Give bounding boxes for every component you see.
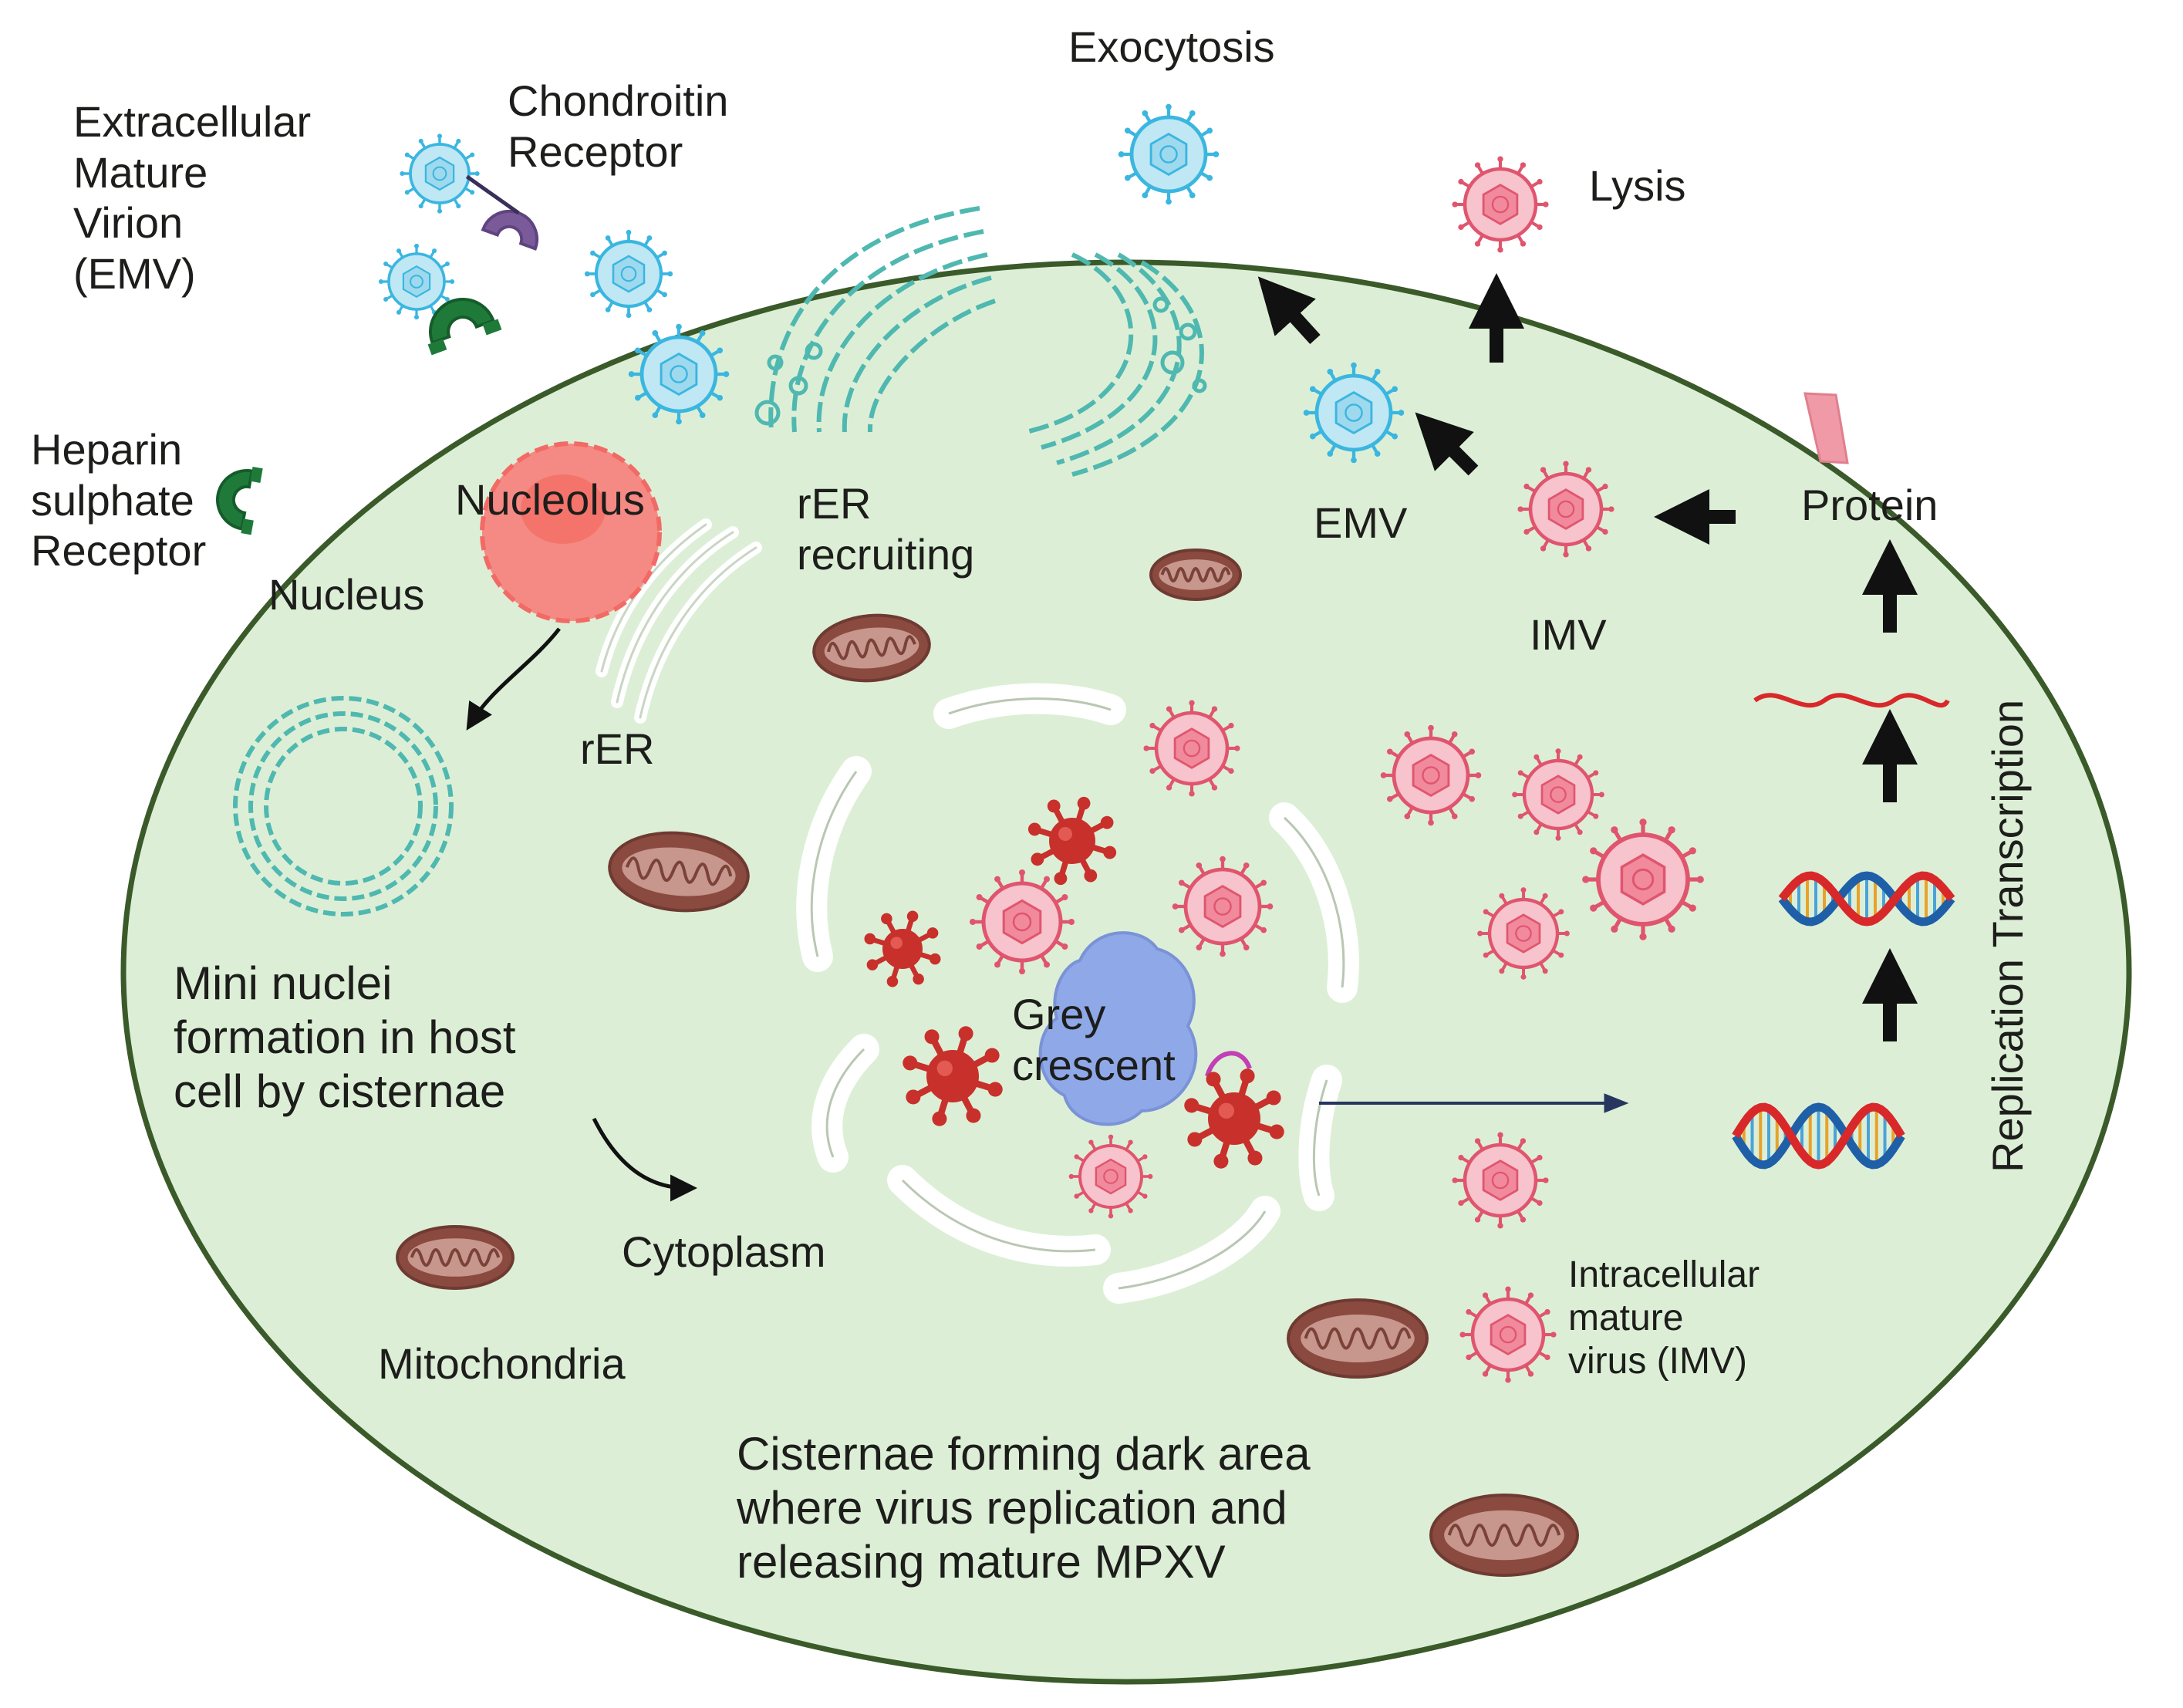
grey-crescent-blob (1038, 931, 1198, 1126)
red-virion-2 (864, 910, 941, 987)
label-rer: rER (580, 724, 655, 773)
imv-virus-large (1582, 819, 1704, 940)
imv-virus-5 (1172, 856, 1274, 957)
imv-virus-6 (1477, 887, 1570, 980)
mrna-strand (1753, 693, 1950, 708)
label-cisternae-dark-area: Cisternae forming dark area where virus … (737, 1428, 1311, 1588)
emv-virus-inside-1 (628, 323, 730, 425)
label-imv: IMV (1530, 610, 1607, 659)
mini-nuclei-to-cytoplasm-arrow (592, 1117, 697, 1202)
imv-virus-pathway (1517, 461, 1614, 558)
imv-virus-8 (1452, 1132, 1549, 1229)
rer-bubbles-left (754, 342, 823, 426)
label-grey-crescent: Grey crescent (1012, 990, 1176, 1089)
dna-helix-upper (1778, 871, 1955, 927)
label-protein: Protein (1801, 481, 1938, 529)
mitochondrion-6 (1429, 1494, 1579, 1577)
emv-virus-exocytosis (1118, 103, 1220, 205)
imv-virus-legend (1459, 1286, 1557, 1383)
red-virion-3 (903, 1026, 1003, 1126)
label-mitochondria: Mitochondria (378, 1339, 626, 1388)
label-cytoplasm: Cytoplasm (622, 1227, 826, 1276)
heparin-receptor-left (216, 466, 263, 535)
rer-bubbles-right (1152, 296, 1207, 393)
emv-virus-extracellular-left (378, 243, 455, 320)
label-intracellular-mature-virus: Intracellular mature virus (IMV) (1568, 1254, 1760, 1382)
imv-virus-2 (1380, 724, 1482, 826)
emv-virus-inside-2 (1303, 362, 1405, 464)
mitochondrion-4 (396, 1225, 515, 1290)
imv-virus-7 (1068, 1134, 1153, 1219)
mitochondrion-2 (1149, 549, 1242, 601)
label-rer-recruiting: rER recruiting (797, 479, 975, 579)
emv-virus-at-membrane (584, 229, 673, 319)
label-chondroitin-receptor: Chondroitin Receptor (508, 76, 729, 176)
label-mini-nuclei-formation: Mini nuclei formation in host cell by ci… (174, 957, 516, 1118)
dna-helix-lower (1732, 1102, 1905, 1170)
mini-nucleus-ring (233, 696, 454, 916)
chondroitin-receptor (465, 174, 538, 251)
emv-virus-extracellular-top (400, 133, 480, 214)
imv-virus-3 (1512, 748, 1604, 841)
imv-virus-lysis (1452, 156, 1549, 253)
protein-fragment (1803, 392, 1849, 464)
heparin-receptor-top (427, 298, 502, 356)
pathway-arrows (1257, 273, 1918, 1041)
label-exocytosis: Exocytosis (1068, 22, 1275, 71)
label-nucleus: Nucleus (268, 570, 425, 619)
mitochondrion-1 (812, 613, 931, 683)
mitochondrion-5 (1287, 1298, 1429, 1379)
label-extracellular-mature-virion: Extracellular Mature Virion (EMV) (73, 97, 312, 298)
nucleolus-to-mini-nucleus-arrow (466, 627, 561, 731)
imv-virus-4 (970, 869, 1075, 974)
red-virion-4 (1184, 1068, 1284, 1169)
label-lysis: Lysis (1589, 161, 1686, 210)
label-emv: EMV (1314, 498, 1408, 547)
label-replication-transcription: Replication Transcription (1983, 699, 2032, 1173)
label-nucleolus: Nucleolus (455, 475, 645, 524)
imv-virus-1 (1143, 700, 1240, 797)
label-heparin-sulphate-receptor: Heparin sulphate Receptor (31, 425, 207, 576)
red-virion-1 (1027, 796, 1117, 886)
rer-recruiting-stack-right (1025, 252, 1204, 477)
mitochondrion-3 (608, 831, 750, 913)
rer-recruiting-stack-left (768, 206, 996, 433)
